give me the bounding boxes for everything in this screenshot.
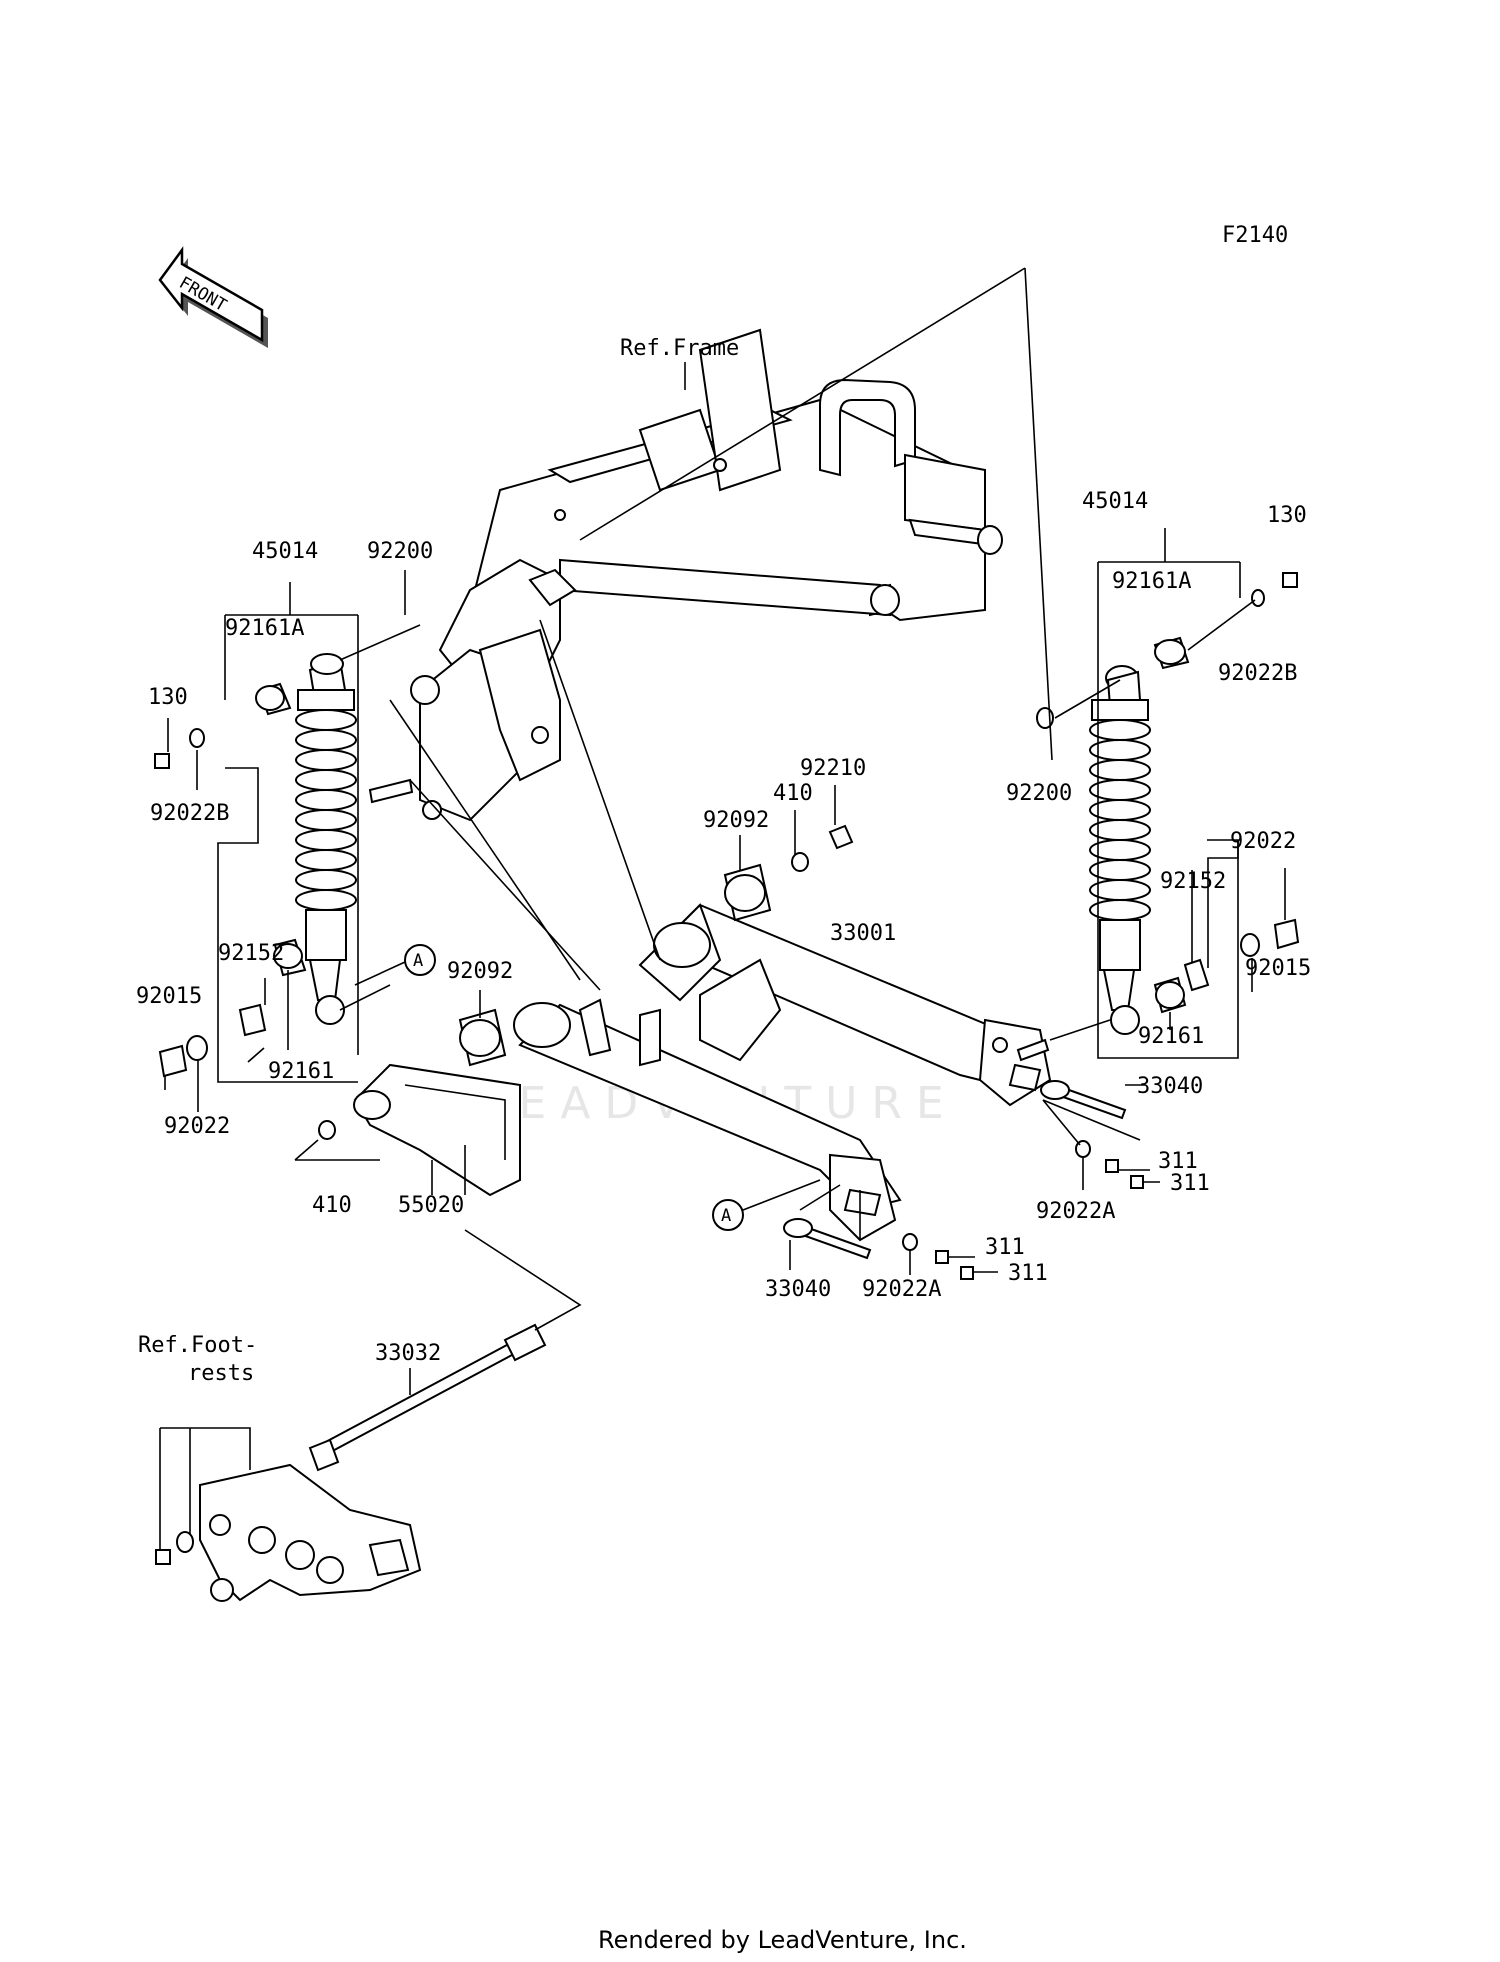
callout-a-left: A xyxy=(354,944,436,986)
label-92161-right: 92161 xyxy=(1138,1024,1204,1049)
label-92152-right: 92152 xyxy=(1160,869,1226,894)
label-92152-left: 92152 xyxy=(218,941,284,966)
label-33001: 33001 xyxy=(830,921,896,946)
label-92022b-left: 92022B xyxy=(150,801,229,826)
label-92210: 92210 xyxy=(800,756,866,781)
swingarm xyxy=(458,824,1144,1280)
label-92161a-left: 92161A xyxy=(225,616,304,641)
label-410-right: 410 xyxy=(773,781,813,806)
footrest-bracket xyxy=(155,1463,422,1602)
label-92092-center: 92092 xyxy=(447,959,513,984)
callout-a-right: A xyxy=(712,1179,821,1231)
label-130-right: 130 xyxy=(1267,503,1307,528)
label-92200-left: 92200 xyxy=(367,539,433,564)
label-130-left: 130 xyxy=(148,685,188,710)
label-33040-center: 33040 xyxy=(765,1277,831,1302)
ref-footrests-label-line1: Ref.Foot- xyxy=(138,1333,257,1358)
footer-credit: Rendered by LeadVenture, Inc. xyxy=(598,1926,967,1954)
label-33040-right: 33040 xyxy=(1137,1074,1203,1099)
label-92022b-right: 92022B xyxy=(1218,661,1297,686)
label-45014-right: 45014 xyxy=(1082,489,1148,514)
label-92022a-right: 92022A xyxy=(1036,1199,1115,1224)
label-92022-left: 92022 xyxy=(164,1114,230,1139)
label-33032: 33032 xyxy=(375,1341,441,1366)
leader-lines xyxy=(159,267,1286,1550)
frame-assembly xyxy=(368,328,1003,822)
label-45014-left: 45014 xyxy=(252,539,318,564)
right-rear-shock xyxy=(1036,572,1300,1035)
label-311-d: 311 xyxy=(1008,1261,1048,1286)
label-55020: 55020 xyxy=(398,1193,464,1218)
label-311-b: 311 xyxy=(1170,1171,1210,1196)
left-rear-shock xyxy=(154,653,357,1078)
figure-code: F2140 xyxy=(1222,223,1288,248)
label-410-left: 410 xyxy=(312,1193,352,1218)
callout-a-right-label: A xyxy=(721,1206,731,1226)
front-arrow-icon: FRONT xyxy=(158,246,268,348)
label-311-a: 311 xyxy=(1158,1149,1198,1174)
label-92022a-center: 92022A xyxy=(862,1277,941,1302)
label-92022-right: 92022 xyxy=(1230,829,1296,854)
pivot-shaft xyxy=(308,1323,547,1472)
label-311-c: 311 xyxy=(985,1235,1025,1260)
label-92161a-right: 92161A xyxy=(1112,569,1191,594)
label-92015-left: 92015 xyxy=(136,984,202,1009)
label-92092-right: 92092 xyxy=(703,808,769,833)
label-92161-left: 92161 xyxy=(268,1059,334,1084)
ref-frame-label: Ref.Frame xyxy=(620,336,739,361)
chain-guard xyxy=(318,1063,521,1197)
label-92200-right: 92200 xyxy=(1006,781,1072,806)
callout-a-left-label: A xyxy=(413,951,423,971)
ref-footrests-label-line2: rests xyxy=(188,1361,254,1386)
part-labels: 45014 92200 92161A 130 92022B 92152 9201… xyxy=(136,489,1311,1386)
label-92015-right: 92015 xyxy=(1245,956,1311,981)
